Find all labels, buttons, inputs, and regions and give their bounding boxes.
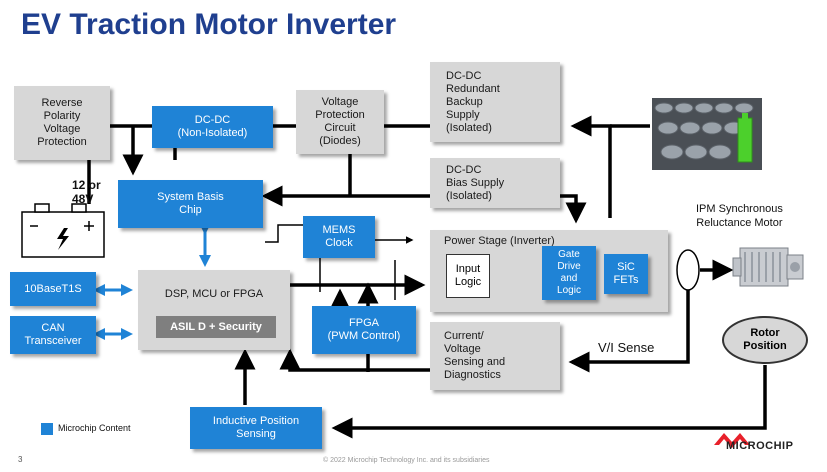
- dsp-mcu-label: DSP, MCU or FPGA: [164, 288, 264, 300]
- input-logic-block: Input Logic: [446, 254, 490, 298]
- page-title: EV Traction Motor Inverter: [21, 8, 397, 41]
- fpga-pwm-block: FPGA (PWM Control): [312, 306, 416, 354]
- dcdc-bias-block: DC-DC Bias Supply (Isolated): [430, 158, 560, 208]
- battery-cells-image: [652, 98, 762, 170]
- motor-icon: [732, 247, 804, 287]
- power-stage-label: Power Stage (Inverter): [444, 235, 555, 247]
- can-transceiver-block: CAN Transceiver: [10, 316, 96, 354]
- battery-icon: [21, 203, 105, 258]
- rotor-position-node: Rotor Position: [722, 316, 808, 364]
- ethernet-10base-block: 10BaseT1S: [10, 272, 96, 306]
- system-basis-chip-block: System Basis Chip: [118, 180, 263, 228]
- legend-label: Microchip Content: [58, 423, 131, 433]
- voltage-protection-block: Voltage Protection Circuit (Diodes): [296, 90, 384, 154]
- mems-clock-block: MEMS Clock: [303, 216, 375, 258]
- dsp-mcu-block: DSP, MCU or FPGA: [138, 270, 290, 350]
- page-number: 3: [18, 455, 23, 464]
- vi-sense-label: V/I Sense: [598, 340, 655, 355]
- current-voltage-sensing-block: Current/ Voltage Sensing and Diagnostics: [430, 322, 560, 390]
- dcdc-nonisolated-block: DC-DC (Non-Isolated): [152, 106, 273, 148]
- microchip-logo-icon: [714, 433, 750, 448]
- microchip-logo-text: MICROCHIP: [726, 440, 794, 452]
- gate-drive-block: Gate Drive and Logic: [542, 246, 596, 300]
- dcdc-redundant-block: DC-DC Redundant Backup Supply (Isolated): [430, 62, 560, 142]
- motor-label: IPM Synchronous Reluctance Motor: [696, 203, 783, 229]
- battery-voltage-label: 12 or 48V: [72, 178, 101, 206]
- sic-fets-block: SiC FETs: [604, 254, 648, 294]
- asil-security-block: ASIL D + Security: [156, 316, 276, 338]
- copyright-text: © 2022 Microchip Technology Inc. and its…: [323, 457, 490, 464]
- reverse-polarity-block: Reverse Polarity Voltage Protection: [14, 86, 110, 160]
- inductive-position-block: Inductive Position Sensing: [190, 407, 322, 449]
- legend-swatch: [41, 423, 53, 435]
